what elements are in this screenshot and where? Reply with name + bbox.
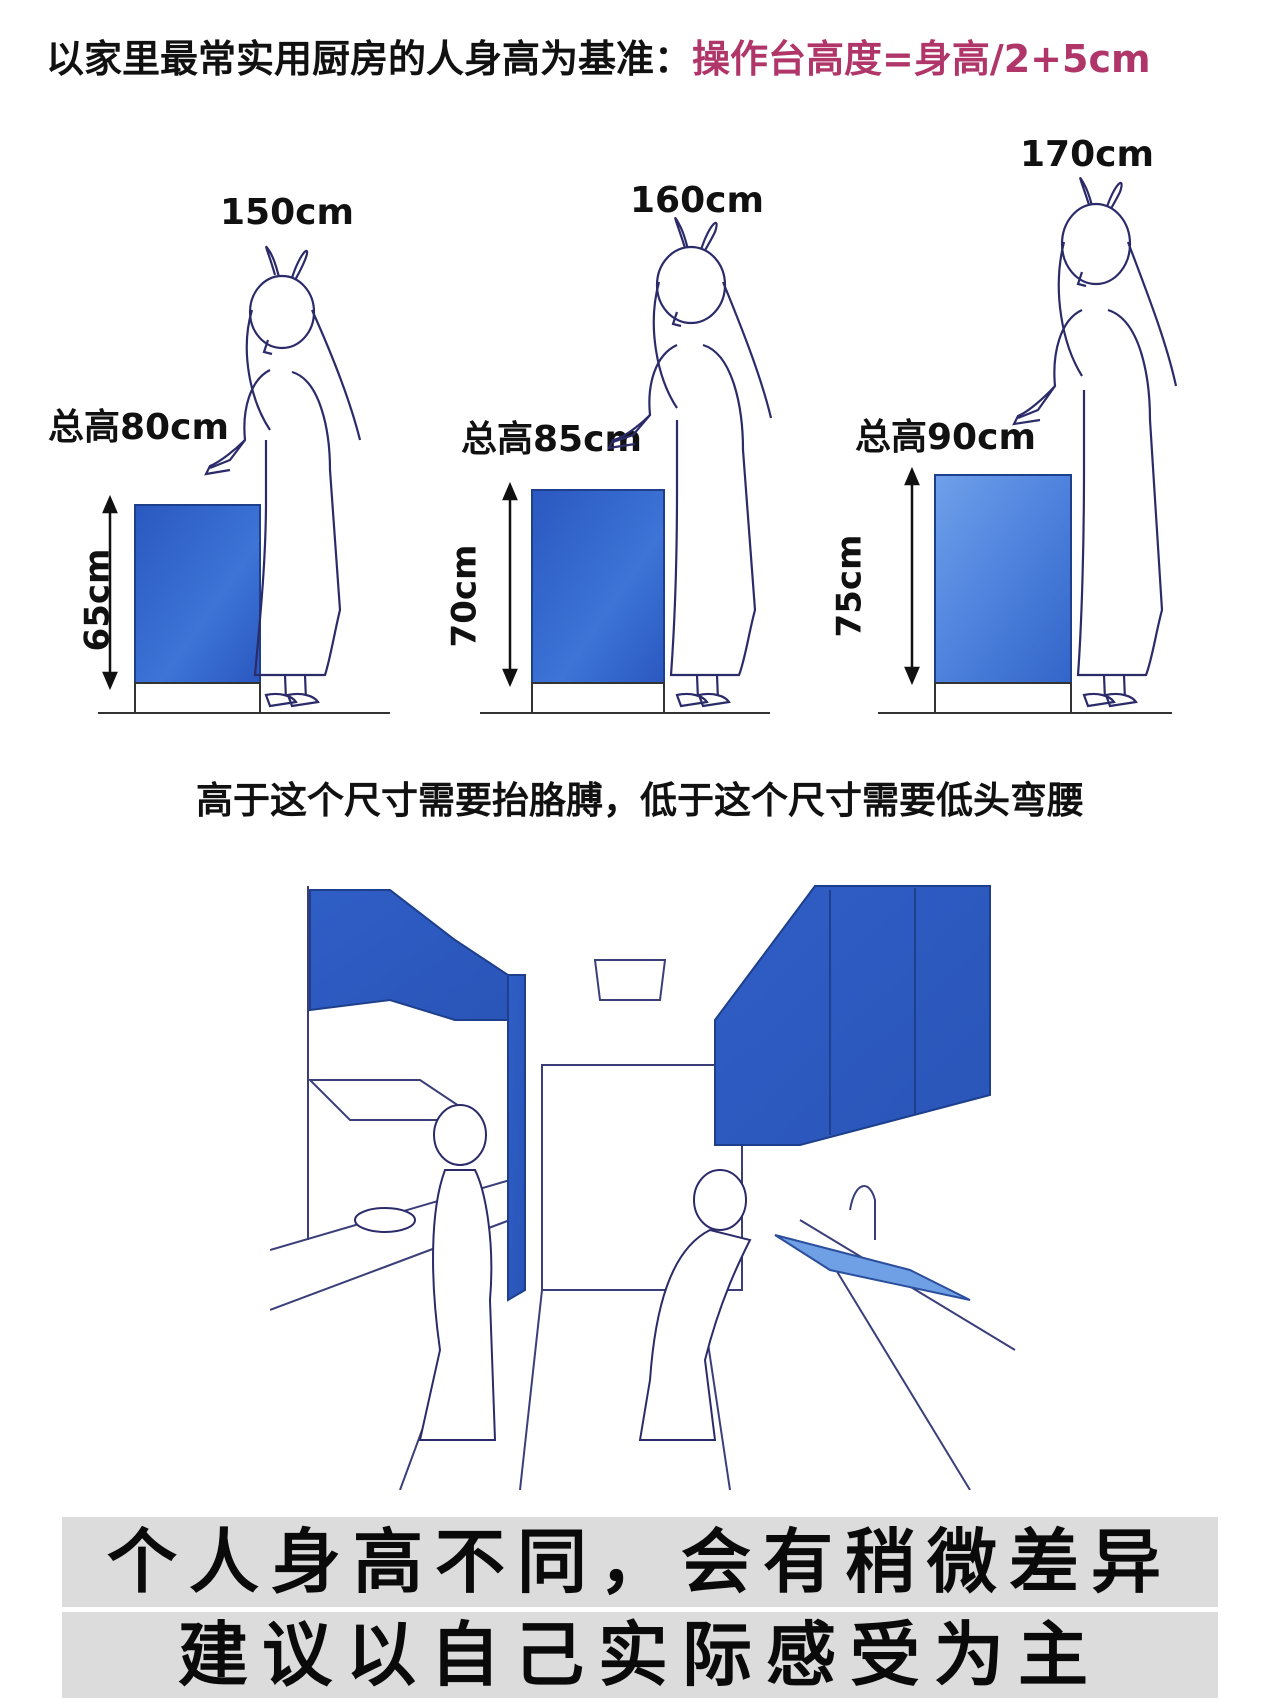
total-height-label: 总高85cm (461, 419, 642, 460)
cabinet (531, 489, 665, 684)
girl-washing (638, 1169, 752, 1441)
panel-illustration (480, 217, 773, 714)
page-heading: 以家里最常实用厨房的人身高为基准：操作台高度=身高/2+5cm (46, 28, 1151, 83)
person-height-label: 150cm (220, 192, 354, 233)
heading-intro: 以家里最常实用厨房的人身高为基准： (46, 37, 693, 81)
cabinet (134, 504, 261, 684)
girl-cooking (354, 1104, 497, 1441)
girl-figure (204, 245, 362, 708)
heading-formula: 操作台高度=身高/2+5cm (692, 37, 1151, 81)
total-height-label: 总高80cm (48, 407, 229, 448)
height-panel-160: 160cm 总高85cm 70cm (415, 140, 815, 720)
kitchen-illustration (270, 885, 1016, 1490)
girl-figure (1012, 177, 1178, 708)
left-upper-cabinets (309, 889, 509, 1021)
panel-illustration (98, 245, 390, 714)
banner-line-2: 建议以自己实际感受为主 (62, 1612, 1218, 1698)
dimension-arrow (502, 481, 518, 688)
girl-figure (607, 217, 773, 708)
person-height-label: 160cm (630, 180, 764, 221)
panel-illustration (878, 177, 1178, 714)
person-height-label: 170cm (1020, 134, 1154, 175)
posture-note: 高于这个尺寸需要抬胳膊，低于这个尺寸需要低头弯腰 (196, 779, 1084, 822)
banner-line-1: 个人身高不同，会有稍微差异 (62, 1517, 1218, 1607)
total-height-label: 总高90cm (855, 417, 1036, 458)
height-panel-170: 170cm 总高90cm 75cm (800, 134, 1200, 720)
height-panel-150: 150cm 总高80cm 65cm (30, 140, 430, 720)
cabinet (934, 474, 1072, 684)
right-upper-cabinets (714, 885, 991, 1146)
dimension-arrow (102, 494, 118, 691)
dimension-arrow (904, 466, 920, 686)
